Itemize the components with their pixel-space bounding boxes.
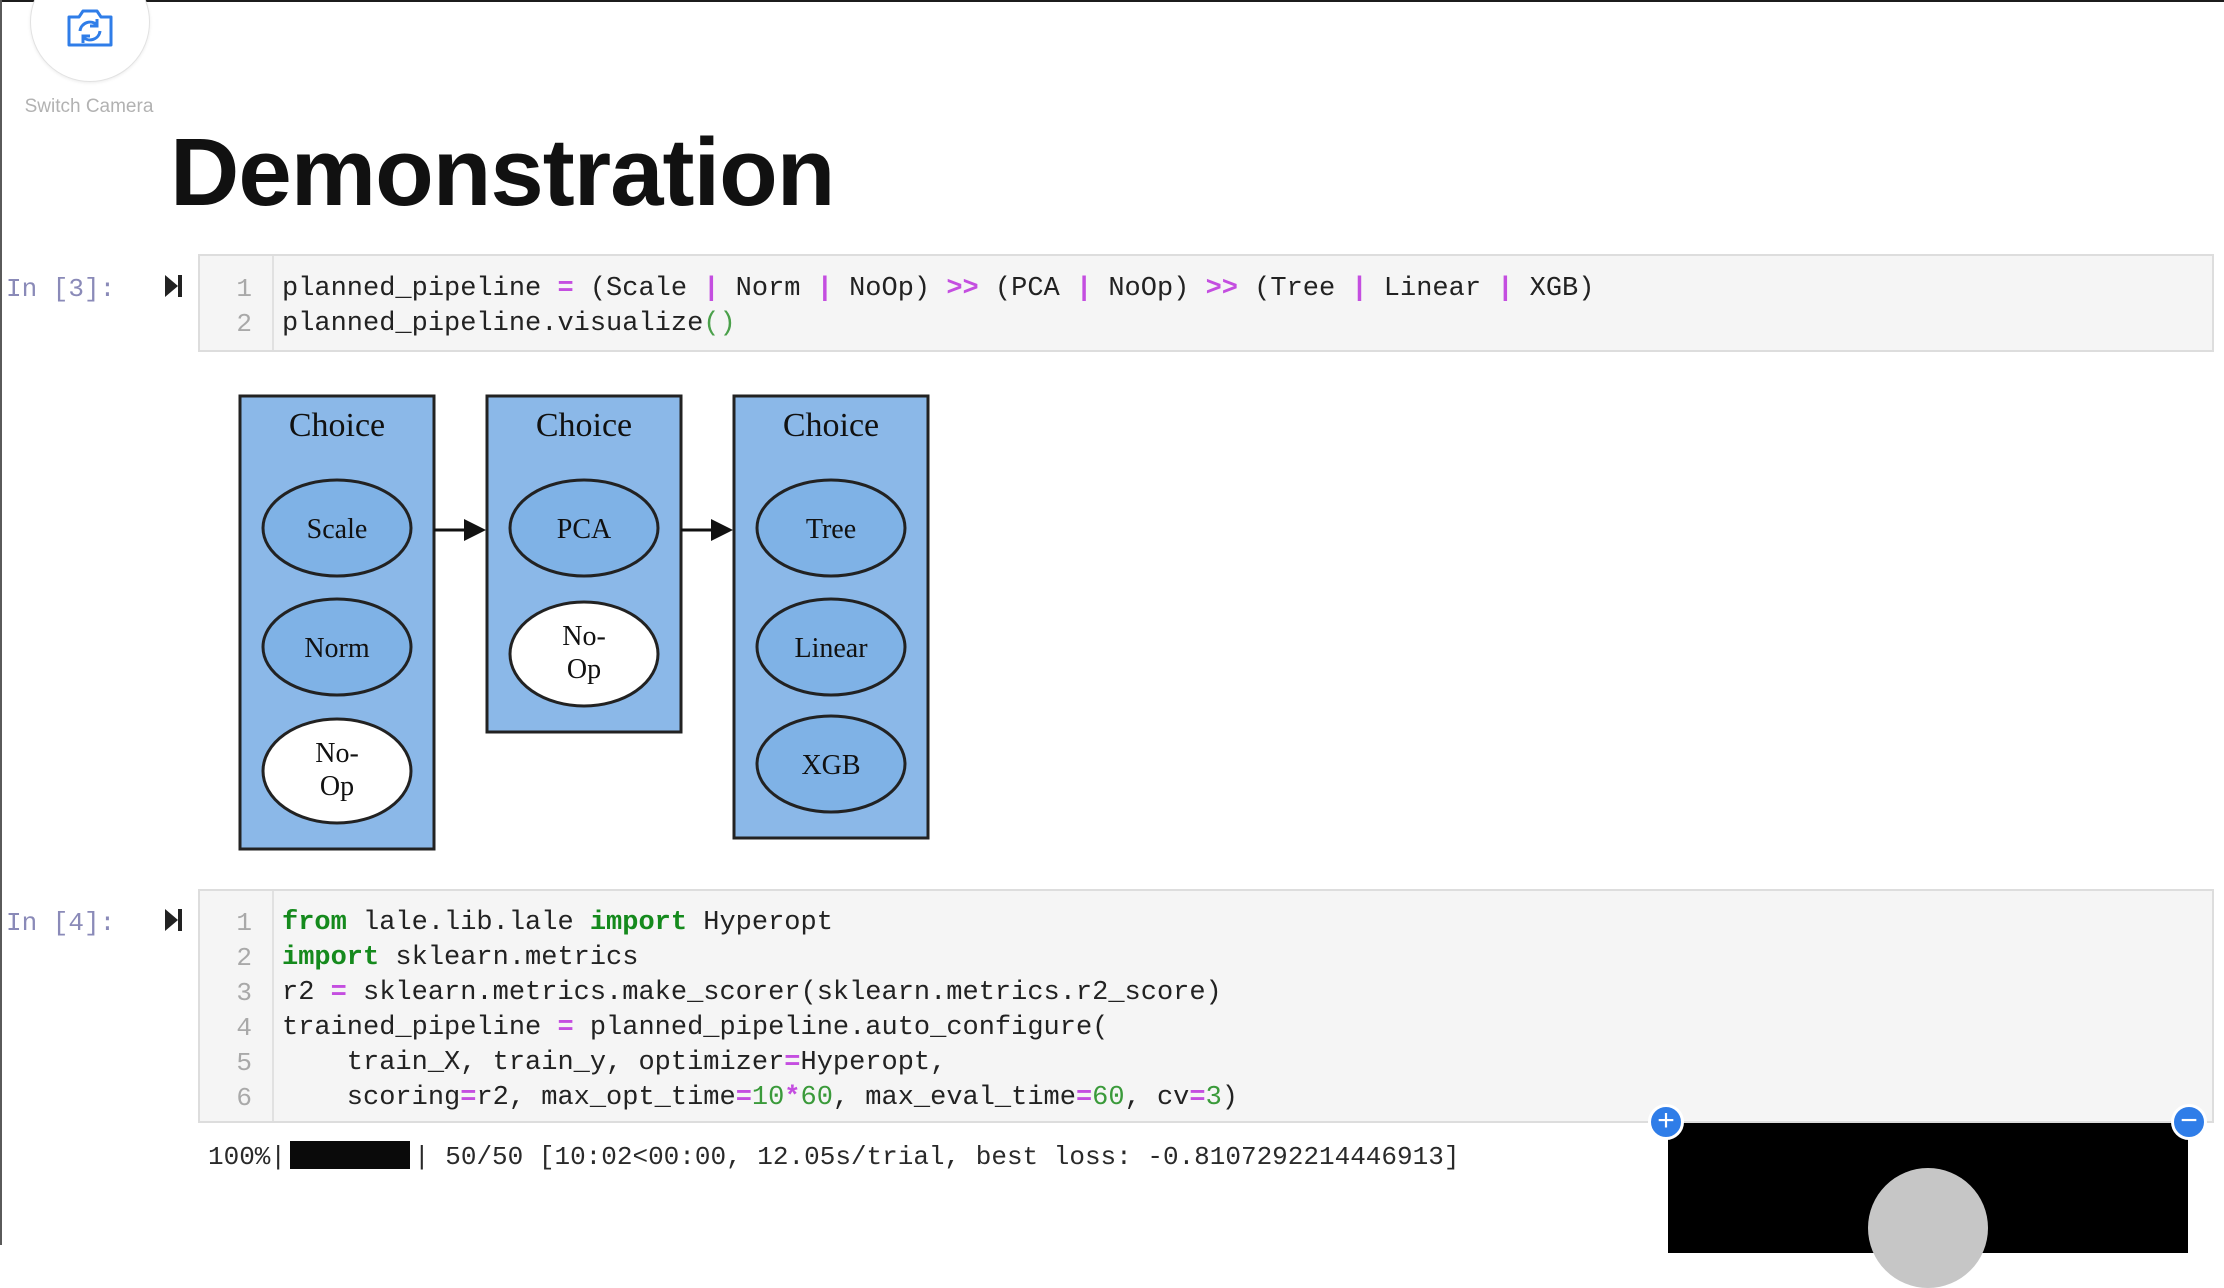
collapse-video-button[interactable]: −	[2171, 1104, 2207, 1140]
code-cell-3[interactable]: 1 2 planned_pipeline = (Scale | Norm | N…	[198, 254, 2214, 352]
node-label: Scale	[307, 514, 368, 545]
run-cell-3-icon[interactable]	[163, 273, 185, 299]
node-label: Norm	[304, 633, 370, 664]
code-line: train_X, train_y, optimizer=Hyperopt,	[282, 1048, 947, 1078]
code-line: from lale.lib.lale import Hyperopt	[282, 908, 833, 938]
line-number: 4	[236, 1013, 252, 1043]
switch-camera-icon	[67, 9, 113, 47]
code-line: scoring=r2, max_opt_time=10*60, max_eval…	[282, 1083, 1238, 1113]
noop-node-ellipse	[508, 600, 660, 708]
line-number: 5	[236, 1048, 252, 1078]
node-ellipse	[261, 597, 413, 697]
noop-label-line: Op	[320, 771, 354, 802]
code-line: planned_pipeline = (Scale | Norm | NoOp)…	[282, 274, 1595, 304]
code-line: planned_pipeline.visualize()	[282, 309, 736, 339]
cluster-label: Choice	[536, 407, 632, 444]
progress-text: 50/50 [10:02<00:00, 12.05s/trial, best l…	[445, 1142, 1460, 1172]
progress-output: 100%|| 50/50 [10:02<00:00, 12.05s/trial,…	[208, 1141, 1459, 1170]
cell-3-prompt: In [3]:	[6, 274, 116, 304]
line-gutter: 1 2 3 4 5 6	[200, 891, 274, 1121]
node-ellipse	[755, 597, 907, 697]
cell-4-prompt: In [4]:	[6, 908, 116, 938]
edge-arrow	[681, 519, 733, 541]
slide-title: Demonstration	[170, 119, 835, 226]
noop-label-line: No-	[315, 738, 359, 769]
window-top-edge	[0, 0, 2224, 2]
code-cell-4[interactable]: 1 2 3 4 5 6 from lale.lib.lale import Hy…	[198, 889, 2214, 1123]
edge-arrow	[434, 519, 486, 541]
node-ellipse	[508, 478, 660, 578]
progress-bar	[290, 1141, 411, 1169]
participant-avatar	[1868, 1168, 1988, 1288]
code-line: r2 = sklearn.metrics.make_scorer(sklearn…	[282, 978, 1222, 1008]
choice-cluster-3: Choice Tree Linear XGB	[732, 394, 930, 840]
node-label: Tree	[806, 514, 856, 545]
switch-camera-button[interactable]	[30, 0, 150, 82]
noop-label-line: Op	[567, 654, 601, 685]
expand-video-button[interactable]: +	[1648, 1104, 1684, 1140]
node-label: PCA	[557, 514, 612, 545]
progress-percent: 100%	[208, 1142, 271, 1172]
line-number: 2	[236, 943, 252, 973]
node-label: XGB	[801, 750, 860, 781]
node-label: Linear	[794, 633, 868, 664]
node-ellipse	[755, 478, 907, 578]
progress-separator: |	[270, 1142, 287, 1172]
noop-label-line: No-	[562, 621, 606, 652]
switch-camera-label: Switch Camera	[24, 96, 154, 117]
line-number: 1	[236, 908, 252, 938]
line-number: 3	[236, 978, 252, 1008]
progress-separator: |	[414, 1142, 430, 1172]
choice-cluster-1: Choice Scale Norm No- Op	[238, 394, 436, 851]
line-number: 6	[236, 1083, 252, 1113]
choice-cluster-2: Choice PCA No- Op	[485, 394, 683, 734]
run-cell-4-icon[interactable]	[163, 907, 185, 933]
line-gutter: 1 2	[200, 256, 274, 350]
line-number: 2	[236, 309, 252, 339]
pipeline-diagram: Choice Scale Norm No- Op Choice PCA No- …	[238, 394, 930, 851]
line-number: 1	[236, 274, 252, 304]
code-line: import sklearn.metrics	[282, 943, 639, 973]
noop-node-ellipse	[261, 717, 413, 825]
cluster-label: Choice	[289, 407, 385, 444]
code-line: trained_pipeline = planned_pipeline.auto…	[282, 1013, 1109, 1043]
node-ellipse	[261, 478, 413, 578]
node-ellipse	[755, 714, 907, 814]
cluster-label: Choice	[783, 407, 879, 444]
window-left-edge	[0, 0, 2, 1245]
